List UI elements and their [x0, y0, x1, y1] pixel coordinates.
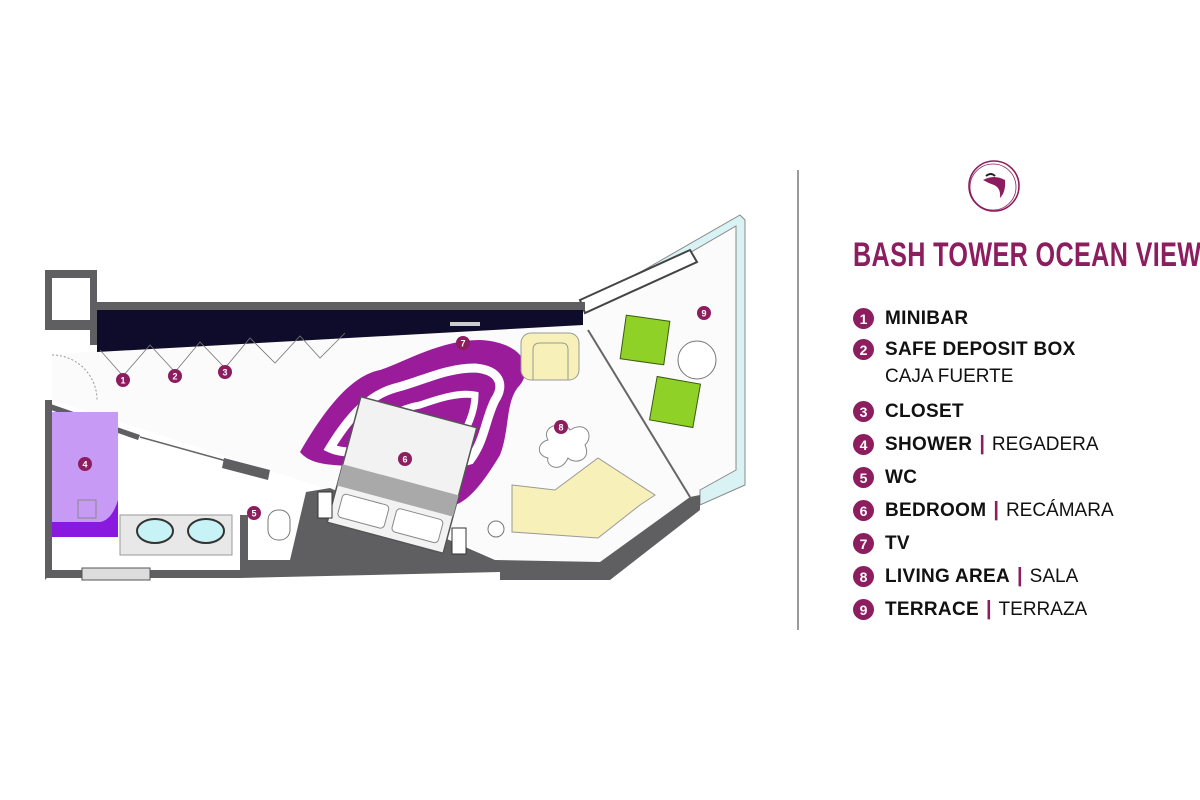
- marker-8: 8: [554, 420, 568, 434]
- separator: |: [985, 598, 992, 620]
- marker-5: 5: [247, 506, 261, 520]
- legend-label: LIVING AREA: [885, 565, 1011, 587]
- marker-7: 7: [456, 336, 470, 350]
- legend-item: 7 TV: [853, 527, 1114, 560]
- svg-text:3: 3: [222, 368, 227, 378]
- legend-item: 1 MINIBAR: [853, 302, 1114, 335]
- legend-item: 8 LIVING AREA | SALA: [853, 560, 1114, 593]
- legend-item: 2 SAFE DEPOSIT BOX CAJA FUERTE: [853, 335, 1114, 395]
- bed: [326, 395, 478, 555]
- page-title: BASH TOWER OCEAN VIEW: [853, 236, 1200, 274]
- marker-3: 3: [218, 365, 232, 379]
- legend-number: 7: [853, 533, 874, 554]
- coffee-table: [538, 424, 590, 468]
- legend-number: 6: [853, 500, 874, 521]
- legend-label: SHOWER: [885, 433, 973, 455]
- svg-text:9: 9: [701, 309, 706, 319]
- lounge-cushion: [648, 375, 702, 429]
- bath-glass: [139, 436, 231, 463]
- legend-label-es: REGADERA: [991, 433, 1099, 455]
- legend-label-es: RECÁMARA: [1005, 499, 1114, 521]
- terrace-sliding-door: [587, 329, 691, 498]
- separator: |: [1017, 565, 1023, 587]
- legend-label: TERRACE: [885, 598, 979, 620]
- marker-6: 6: [398, 452, 412, 466]
- nightstand: [317, 491, 333, 519]
- legend-number: 2: [853, 339, 874, 360]
- svg-text:1: 1: [120, 376, 125, 386]
- legend-number: 8: [853, 566, 874, 587]
- separator: |: [993, 499, 999, 521]
- legend-number: 3: [853, 401, 874, 422]
- shower-area: [52, 412, 118, 537]
- floor-plan: 1 2 3 4 5 6 7 8 9: [45, 214, 746, 581]
- terrace-table: [677, 340, 717, 380]
- svg-text:2: 2: [172, 372, 177, 382]
- wc-wall: [222, 458, 270, 480]
- entry-door-swing: [51, 354, 98, 401]
- svg-text:7: 7: [460, 339, 465, 349]
- legend-number: 5: [853, 467, 874, 488]
- bath-vent: [81, 567, 151, 581]
- sink-icon: [187, 518, 225, 544]
- legend-item: 6 BEDROOM | RECÁMARA: [853, 494, 1114, 527]
- legend-label-es: TERRAZA: [998, 598, 1088, 620]
- apple-logo-icon: [968, 160, 1020, 212]
- lounge-cushion: [619, 314, 671, 366]
- legend-item: 4 SHOWER | REGADERA: [853, 428, 1114, 461]
- armchair-seat: [532, 342, 569, 380]
- svg-text:8: 8: [558, 423, 563, 433]
- sofa: [511, 457, 656, 539]
- separator: |: [979, 433, 985, 455]
- legend-item: 9 TERRACE | TERRAZA: [853, 593, 1114, 626]
- legend-label: SAFE DEPOSIT BOX: [885, 339, 1076, 360]
- entry-wall: [45, 270, 97, 345]
- svg-text:4: 4: [82, 460, 87, 470]
- left-wall: [45, 400, 52, 580]
- toilet-icon: [267, 509, 291, 541]
- side-table: [487, 520, 505, 538]
- closet-minibar: [97, 310, 583, 352]
- legend-label: TV: [885, 532, 910, 554]
- legend-item: 3 CLOSET: [853, 395, 1114, 428]
- marker-2: 2: [168, 369, 182, 383]
- armchair: [520, 332, 580, 381]
- legend-item: 5 WC: [853, 461, 1114, 494]
- marker-4: 4: [78, 457, 92, 471]
- legend-number: 9: [853, 599, 874, 620]
- marker-9: 9: [697, 306, 711, 320]
- divider: [797, 170, 799, 630]
- legend-label-es: SALA: [1029, 565, 1079, 587]
- legend-number: 1: [853, 308, 874, 329]
- svg-text:5: 5: [251, 509, 256, 519]
- shower-drain-icon: [77, 499, 97, 519]
- shower-bench: [52, 500, 118, 537]
- sink-icon: [136, 518, 174, 544]
- legend-label: CLOSET: [885, 400, 964, 422]
- legend-number: 4: [853, 434, 874, 455]
- marker-1: 1: [116, 373, 130, 387]
- nightstand: [451, 527, 467, 555]
- legend-label: WC: [885, 466, 918, 488]
- top-wall: [97, 302, 585, 310]
- tv-icon: [450, 322, 480, 326]
- legend-label-es: CAJA FUERTE: [885, 366, 1014, 387]
- legend-label: BEDROOM: [885, 499, 987, 521]
- svg-text:6: 6: [402, 455, 407, 465]
- legend-label: MINIBAR: [885, 307, 969, 329]
